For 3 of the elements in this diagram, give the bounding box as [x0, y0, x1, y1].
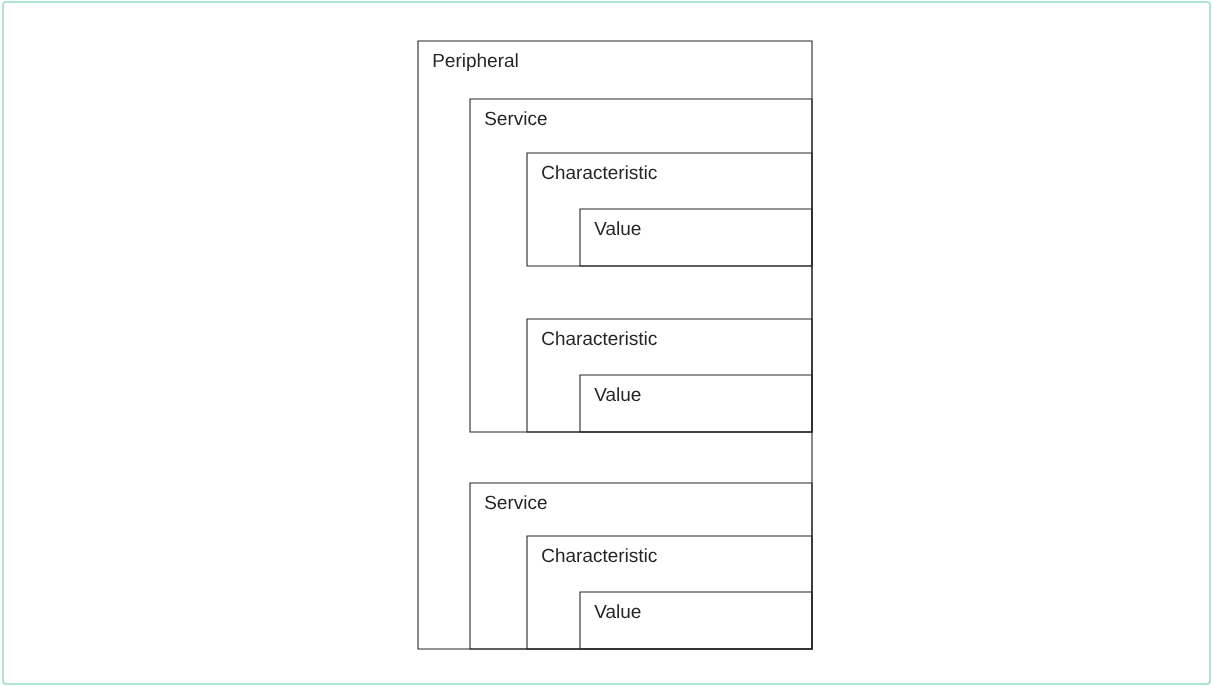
- nested-box: Value: [579, 591, 813, 650]
- nested-box: Value: [579, 374, 813, 433]
- nested-box: Value: [579, 208, 813, 267]
